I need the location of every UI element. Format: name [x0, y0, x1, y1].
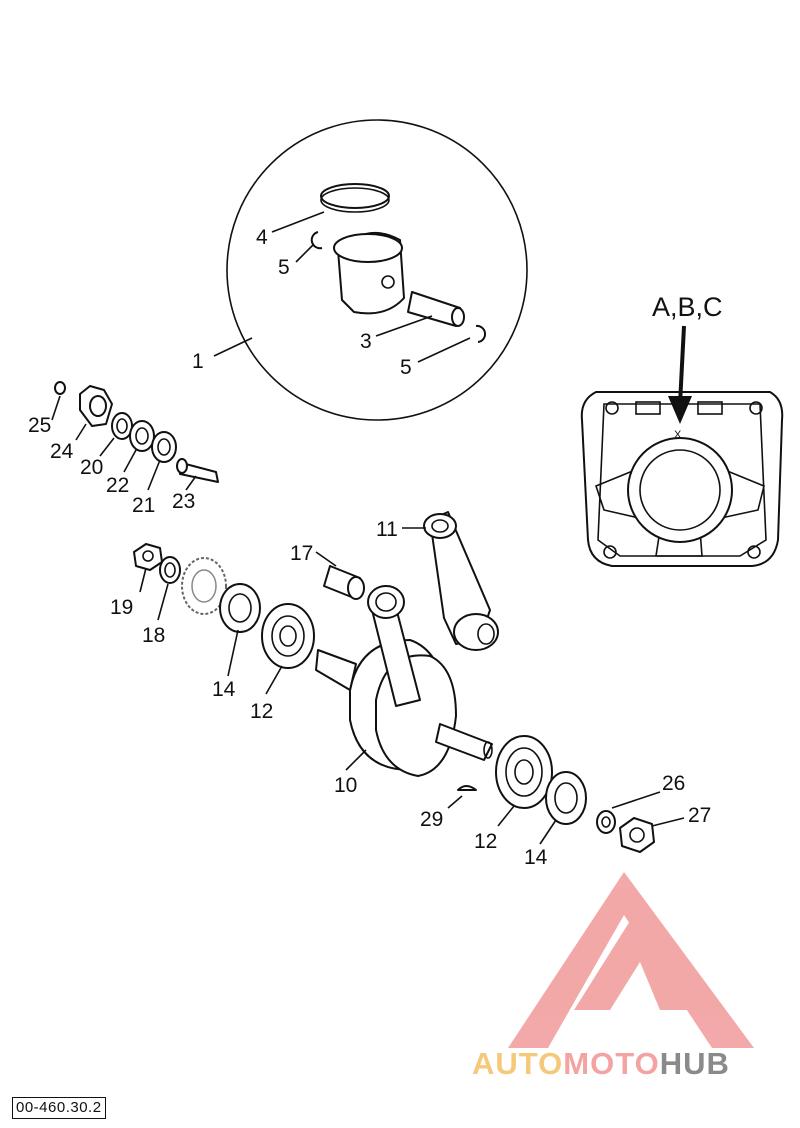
primary-side-group: [133, 543, 315, 695]
callout-12-left: 12: [250, 700, 273, 723]
watermark-text-auto: AUTO: [472, 1046, 564, 1081]
callout-5-lower: 5: [400, 356, 412, 379]
callout-24: 24: [50, 440, 74, 463]
clip-25: [54, 381, 66, 395]
logo-triangle-outer: [508, 872, 754, 1048]
callout-17: 17: [290, 542, 313, 565]
watermark-logo: [508, 872, 754, 1048]
nut-27: [619, 817, 655, 853]
oil-seal-14-left: [219, 583, 261, 633]
callout-27: 27: [688, 804, 711, 827]
crankshaft-group: [315, 511, 499, 777]
seal-20: [111, 412, 133, 440]
bearing-22: [129, 420, 155, 452]
callout-1: 1: [192, 350, 204, 373]
logo-triangle-inner: [574, 905, 690, 1010]
callout-5-upper: 5: [278, 256, 290, 279]
washer-18: [159, 556, 181, 584]
callout-29: 29: [420, 808, 443, 831]
watermark-text: AUTOMOTOHUB: [472, 1046, 730, 1082]
nut-19: [133, 543, 163, 571]
piston-detail-group: [213, 119, 528, 421]
circlip-5-lower: [475, 324, 487, 343]
callout-10: 10: [334, 774, 357, 797]
detail-circle: [226, 119, 528, 421]
washer-26: [596, 810, 616, 834]
oil-seal-14-right: [545, 771, 587, 825]
callout-20: 20: [80, 456, 103, 479]
primary-gear: [181, 557, 227, 615]
main-bearing-12-left: [261, 603, 315, 669]
bearing-21: [151, 431, 177, 463]
callout-21: 21: [132, 494, 155, 517]
callout-14-left: 14: [212, 678, 236, 701]
main-bearing-12-right: [495, 735, 553, 809]
callout-4: 4: [256, 226, 268, 249]
callout-26: 26: [662, 772, 685, 795]
circlip-5-upper: [310, 231, 323, 250]
right-side-group: [447, 735, 685, 853]
callout-11: 11: [376, 518, 398, 541]
piston-ring-4: [320, 183, 390, 209]
pump-parts-group: [51, 381, 219, 491]
callout-14-right: 14: [524, 846, 548, 869]
callout-22: 22: [106, 474, 129, 497]
callout-12-right: 12: [474, 830, 497, 853]
callout-25: 25: [28, 414, 51, 437]
callout-19: 19: [110, 596, 133, 619]
cylinder-bore: [627, 437, 733, 543]
key-29: [457, 785, 477, 791]
callout-3: 3: [360, 330, 372, 353]
cylinder-base-group: [580, 325, 784, 567]
marker-arrow: [678, 325, 686, 405]
marker-label: A,B,C: [652, 292, 723, 322]
document-code: 00-460.30.2: [12, 1097, 106, 1119]
callout-23: 23: [172, 490, 195, 513]
cylinder-mark: X: [674, 429, 682, 441]
watermark-text-moto: MOTO: [563, 1046, 660, 1081]
watermark-text-hub: HUB: [659, 1046, 730, 1081]
callout-18: 18: [142, 624, 165, 647]
